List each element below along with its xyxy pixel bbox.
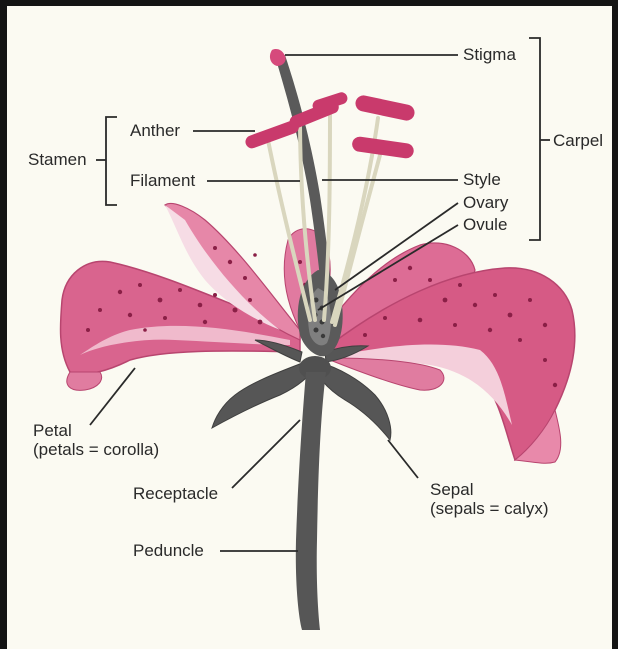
label-filament: Filament bbox=[130, 171, 195, 190]
label-carpel: Carpel bbox=[553, 131, 603, 150]
label-receptacle: Receptacle bbox=[133, 484, 218, 503]
label-peduncle: Peduncle bbox=[133, 541, 204, 560]
label-stamen: Stamen bbox=[28, 150, 87, 169]
label-sepal-note: (sepals = calyx) bbox=[430, 499, 549, 518]
label-style: Style bbox=[463, 170, 501, 189]
label-sepal: Sepal bbox=[430, 480, 473, 499]
label-anther: Anther bbox=[130, 121, 180, 140]
label-stigma: Stigma bbox=[463, 45, 516, 64]
label-ovule: Ovule bbox=[463, 215, 507, 234]
label-ovary: Ovary bbox=[463, 193, 508, 212]
label-petal-note: (petals = corolla) bbox=[33, 440, 159, 459]
label-petal: Petal bbox=[33, 421, 72, 440]
